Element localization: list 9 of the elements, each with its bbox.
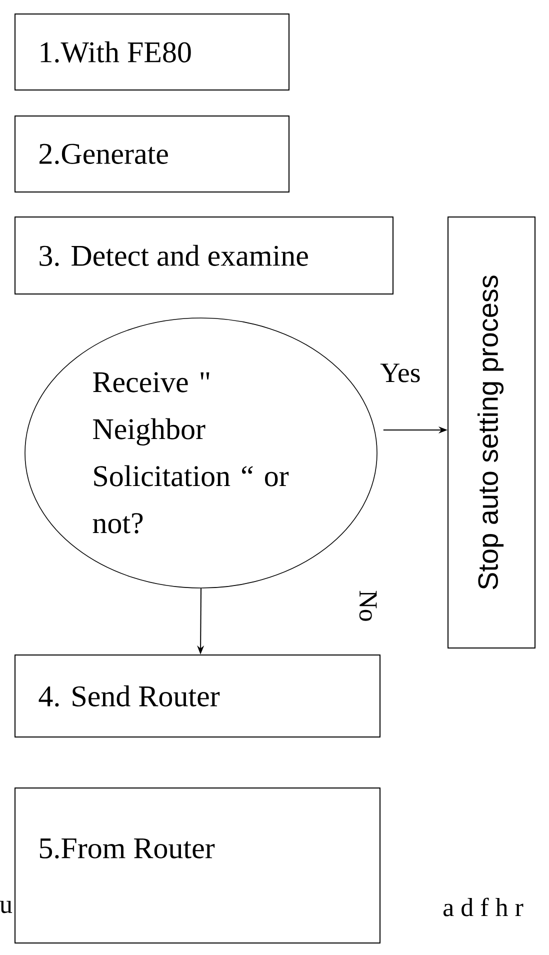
process-box: 4. Send Router <box>14 654 380 738</box>
process-box: 3. Detect and examine <box>14 216 394 294</box>
process-box: 5.From Router <box>14 788 380 944</box>
note-text: No <box>359 590 377 621</box>
note-text: a d f h r <box>443 898 524 916</box>
process-box: 2.Generate <box>14 116 290 192</box>
edge-label: Yes <box>379 362 422 384</box>
process-box: 1.With FE80 <box>14 14 290 90</box>
process-box: Stop auto setting process <box>448 216 536 648</box>
